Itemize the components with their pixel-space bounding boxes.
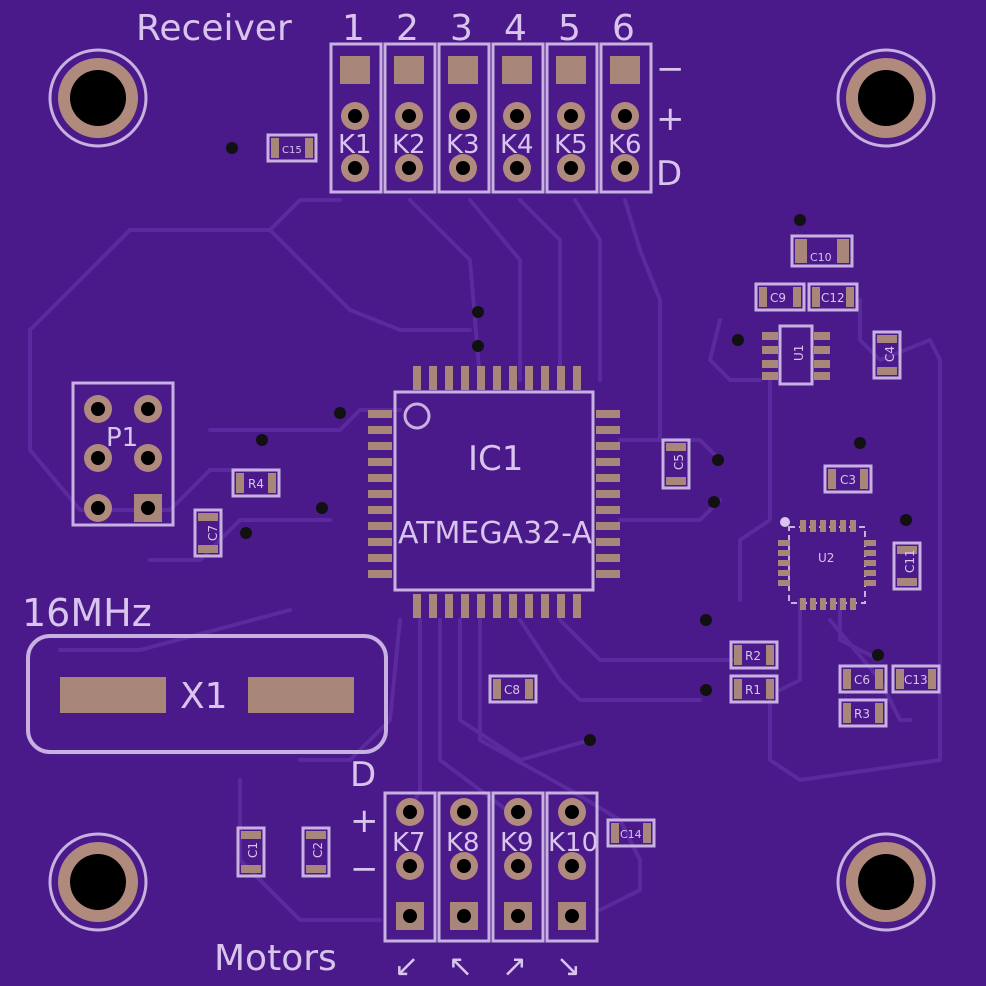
motors-label: Motors bbox=[214, 938, 337, 979]
motor-arrow-k9: ↗ bbox=[502, 949, 527, 984]
connector-k5-label: K5 bbox=[554, 130, 588, 160]
ic1-part-label: ATMEGA32-A bbox=[398, 516, 592, 551]
component-c2: C2 bbox=[301, 826, 331, 878]
component-r1: R1 bbox=[729, 674, 779, 704]
svg-text:C9: C9 bbox=[770, 291, 786, 305]
component-r4: R4 bbox=[231, 468, 281, 498]
svg-text:C13: C13 bbox=[904, 673, 928, 687]
component-u2: U2 bbox=[778, 517, 876, 610]
crystal-x1: X1 bbox=[26, 634, 388, 754]
connector-k5: K5 bbox=[545, 42, 599, 194]
connector-k9-label: K9 bbox=[500, 828, 534, 858]
motor-arrow-k7: ↙ bbox=[394, 949, 419, 984]
motor-d-label: D bbox=[350, 755, 376, 795]
svg-text:C1: C1 bbox=[246, 842, 260, 858]
component-c3: C3 bbox=[823, 464, 873, 494]
component-c1: C1 bbox=[236, 826, 266, 878]
component-c6: C6 bbox=[838, 664, 888, 694]
component-c11: C11 bbox=[892, 541, 922, 591]
receiver-d-label: D bbox=[656, 154, 682, 194]
connector-k6-label: K6 bbox=[608, 130, 642, 160]
component-c14: C14 bbox=[606, 818, 656, 848]
svg-text:U1: U1 bbox=[792, 345, 806, 361]
mounting-hole-bottom-left bbox=[48, 832, 148, 932]
receiver-channel-2: 2 bbox=[396, 8, 419, 49]
connector-k3-label: K3 bbox=[446, 130, 480, 160]
header-p1-label: P1 bbox=[106, 423, 138, 453]
motor-minus-label: − bbox=[350, 849, 379, 889]
svg-text:C2: C2 bbox=[311, 842, 325, 858]
connector-k1: K1 bbox=[329, 42, 383, 194]
component-r3: R3 bbox=[838, 698, 888, 728]
svg-text:C10: C10 bbox=[810, 251, 832, 264]
connector-k10: K10 bbox=[545, 791, 599, 943]
connector-k6: K6 bbox=[599, 42, 653, 194]
svg-text:R3: R3 bbox=[854, 707, 870, 721]
svg-text:C7: C7 bbox=[206, 525, 220, 541]
svg-text:C6: C6 bbox=[854, 673, 870, 687]
receiver-channel-6: 6 bbox=[612, 8, 635, 49]
svg-text:C3: C3 bbox=[840, 473, 856, 487]
connector-k1-label: K1 bbox=[338, 130, 372, 160]
mounting-hole-top-right bbox=[836, 48, 936, 148]
component-c5: C5 bbox=[661, 438, 691, 490]
component-c13: C13 bbox=[891, 664, 941, 694]
connector-k7: K7 bbox=[383, 791, 437, 943]
receiver-label: Receiver bbox=[136, 8, 292, 49]
component-c8: C8 bbox=[488, 674, 538, 704]
mounting-hole-top-left bbox=[48, 48, 148, 148]
component-u1: U1 bbox=[762, 324, 830, 386]
connector-k2-label: K2 bbox=[392, 130, 426, 160]
component-c9: C9 bbox=[754, 282, 806, 312]
crystal-frequency-label: 16MHz bbox=[22, 591, 152, 635]
component-c12: C12 bbox=[807, 282, 859, 312]
vias bbox=[226, 142, 912, 746]
connector-k10-label: K10 bbox=[548, 828, 598, 858]
receiver-minus-label: − bbox=[656, 49, 685, 89]
mounting-hole-bottom-right bbox=[836, 832, 936, 932]
connector-k2: K2 bbox=[383, 42, 437, 194]
svg-text:C8: C8 bbox=[504, 683, 520, 697]
svg-text:C11: C11 bbox=[903, 549, 917, 573]
component-r2: R2 bbox=[729, 640, 779, 670]
svg-text:U2: U2 bbox=[818, 551, 834, 565]
motor-arrow-k8: ↖ bbox=[448, 949, 473, 984]
receiver-channel-4: 4 bbox=[504, 8, 527, 49]
crystal-ref-label: X1 bbox=[180, 676, 228, 717]
svg-text:C4: C4 bbox=[883, 346, 897, 362]
ic1-ref-label: IC1 bbox=[468, 439, 523, 479]
receiver-channel-3: 3 bbox=[450, 8, 473, 49]
receiver-channel-1: 1 bbox=[342, 8, 365, 49]
svg-text:C14: C14 bbox=[620, 828, 642, 841]
receiver-connectors: K1 K2 K3 K4 K5 bbox=[329, 42, 653, 194]
component-c15: C15 bbox=[266, 133, 318, 163]
svg-text:R1: R1 bbox=[745, 683, 761, 697]
component-c10: C10 bbox=[790, 234, 854, 268]
connector-k7-label: K7 bbox=[392, 828, 426, 858]
motor-arrow-k10: ↘ bbox=[556, 949, 581, 984]
connector-k8: K8 bbox=[437, 791, 491, 943]
connector-k4-label: K4 bbox=[500, 130, 534, 160]
svg-text:C12: C12 bbox=[821, 291, 845, 305]
svg-text:C5: C5 bbox=[672, 454, 686, 470]
copper-traces bbox=[28, 198, 942, 922]
receiver-plus-label: + bbox=[656, 99, 685, 139]
component-c4: C4 bbox=[872, 330, 902, 380]
connector-k9: K9 bbox=[491, 791, 545, 943]
receiver-channel-5: 5 bbox=[558, 8, 581, 49]
svg-text:R4: R4 bbox=[248, 477, 264, 491]
ic1-atmega32: IC1 ATMEGA32-A bbox=[368, 366, 620, 618]
svg-text:R2: R2 bbox=[745, 649, 761, 663]
motor-connectors: K7 K8 K9 K10 bbox=[383, 791, 599, 943]
connector-k8-label: K8 bbox=[446, 828, 480, 858]
component-c7: C7 bbox=[193, 508, 223, 558]
header-p1: P1 bbox=[71, 381, 175, 527]
connector-k3: K3 bbox=[437, 42, 491, 194]
motor-plus-label: + bbox=[350, 801, 379, 841]
svg-text:C15: C15 bbox=[282, 145, 302, 156]
connector-k4: K4 bbox=[491, 42, 545, 194]
